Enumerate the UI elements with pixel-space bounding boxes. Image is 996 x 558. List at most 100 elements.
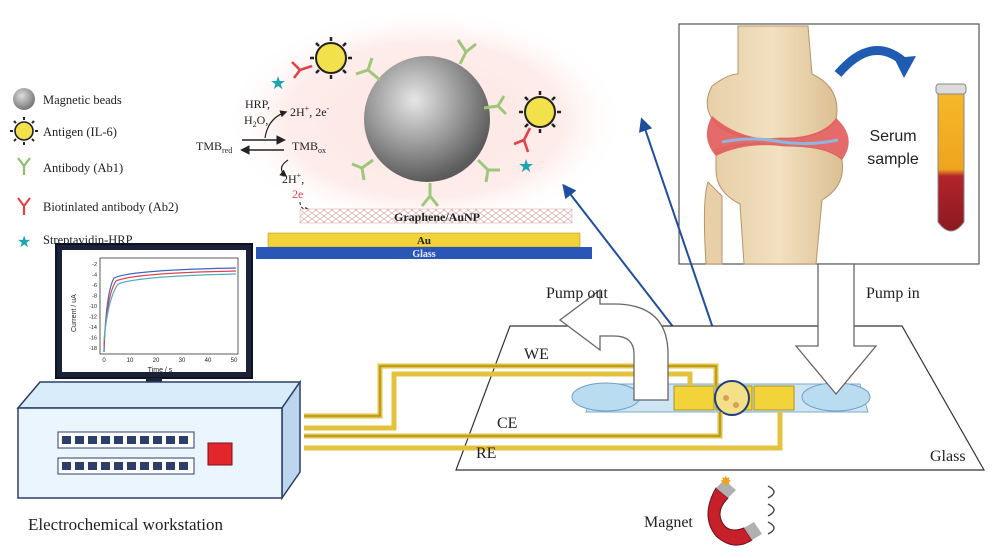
- mini-chart-xtick: 0: [102, 358, 106, 364]
- legend-label: Magnetic beads: [43, 93, 122, 107]
- mini-chart-ytick: -16: [89, 336, 97, 342]
- mini-chart-xtick: 50: [231, 358, 238, 364]
- curved-arrow-2: [279, 159, 289, 177]
- panel-key: [101, 436, 110, 444]
- outlet-reservoir: [571, 382, 641, 412]
- mini-chart-ytick: -12: [89, 315, 97, 321]
- panel-key: [62, 462, 71, 470]
- ce-label: CE: [497, 415, 517, 432]
- glass-label: Glass: [930, 448, 966, 465]
- mini-chart-ytick: -14: [89, 325, 97, 331]
- rotate-arrow-icon: [834, 45, 907, 77]
- we-label: WE: [524, 346, 549, 363]
- dashed-electron-arrow: [299, 201, 312, 213]
- serum-label-line1: Serum: [869, 128, 916, 145]
- immunoassay-bead: ★ ★: [270, 37, 561, 207]
- antigen-icon: [10, 117, 38, 145]
- workstation-top: [16, 381, 302, 409]
- antibody-ab1-icon: [17, 157, 31, 175]
- svg-text:★: ★: [518, 156, 534, 176]
- mini-chart-xtick: 30: [179, 358, 186, 364]
- antigen-complex-left: ★: [270, 37, 352, 93]
- panel-key: [166, 436, 175, 444]
- hrp-label: HRP,: [245, 97, 270, 111]
- mini-chart-ytick: -10: [89, 304, 97, 310]
- mini-chart-ytick: -18: [89, 346, 97, 352]
- panel-key: [153, 462, 162, 470]
- tmb-red-label: TMBred: [196, 139, 232, 155]
- panel-key: [62, 436, 71, 444]
- graphene-aunp-label: Graphene/AuNP: [394, 210, 480, 224]
- ab1-antibodies: [351, 39, 508, 207]
- mini-chart-ytick: -2: [92, 262, 97, 268]
- panel-key: [88, 462, 97, 470]
- electrode-stack: Graphene/AuNP Au Glass: [256, 208, 592, 260]
- serum-tube: [935, 83, 967, 232]
- glass-layer: [256, 247, 592, 259]
- panel-key: [179, 462, 188, 470]
- current-curve-3: [103, 273, 237, 341]
- workstation: [16, 379, 302, 501]
- panel-key: [101, 462, 110, 470]
- bottom-e-label: 2e: [292, 187, 303, 201]
- re-label: RE: [476, 445, 496, 462]
- bottom-h-label: 2H+,: [282, 171, 304, 186]
- panel-key: [114, 462, 123, 470]
- legend-label: Antibody (Ab1): [43, 161, 123, 175]
- streptavidin-star-icon: ★: [17, 234, 31, 251]
- graphene-aunp-layer: [299, 208, 573, 224]
- mini-chart-xtick: 10: [127, 358, 134, 364]
- magnet-icon: ✸: [707, 473, 775, 546]
- panel-key: [127, 462, 136, 470]
- zoom-circle: [714, 380, 750, 416]
- mini-chart-xlabel: Time / s: [148, 367, 173, 374]
- panel-key: [75, 436, 84, 444]
- legend-item-magnetic-beads: Magnetic beads: [13, 88, 122, 110]
- inflamed-cartilage: [706, 116, 849, 160]
- legend-item-antigen: Antigen (IL-6): [10, 117, 117, 145]
- panel-key: [88, 436, 97, 444]
- legend: Magnetic beads Antigen (IL-6) Antibody (…: [10, 88, 178, 251]
- tmb-ox-label: TMBox: [292, 139, 326, 155]
- mini-chart-plot-area: [99, 257, 239, 355]
- panel-key: [179, 436, 188, 444]
- pump-in-label: Pump in: [866, 285, 920, 302]
- mini-chart-xtick: 40: [205, 358, 212, 364]
- antigen-complex-right: ★: [513, 91, 561, 176]
- rotate-arrowhead: [894, 56, 916, 78]
- large-magnetic-bead: [364, 56, 490, 182]
- magnet-label: Magnet: [644, 514, 693, 531]
- re-pad: [753, 385, 795, 411]
- mini-chart-xtick: 20: [153, 358, 160, 364]
- joint-inset: Serum sample: [678, 23, 980, 265]
- monitor-screen: [62, 250, 246, 372]
- we-pad: [673, 385, 715, 411]
- joint-space: [721, 137, 839, 146]
- red-button: [207, 442, 233, 466]
- legend-item-antibody-ab2: Biotinlated antibody (Ab2): [17, 197, 178, 215]
- legend-label: Antigen (IL-6): [43, 125, 117, 139]
- panel-key: [166, 462, 175, 470]
- mini-chart-ylabel: Current / uA: [71, 294, 78, 332]
- mini-chart-ytick: -8: [92, 294, 97, 300]
- workstation-front: [17, 407, 283, 499]
- mini-chart-ytick: -6: [92, 283, 97, 289]
- antibody-ab2-icon: [17, 197, 31, 215]
- pump-out-arrow: [558, 288, 669, 401]
- svg-text:✸: ✸: [720, 473, 732, 489]
- panel-key: [114, 436, 123, 444]
- current-curve-2: [103, 270, 237, 347]
- panel-key: [127, 436, 136, 444]
- panel-key: [75, 462, 84, 470]
- magnetic-bead-icon: [13, 88, 35, 110]
- svg-text:★: ★: [270, 73, 286, 93]
- workstation-label: Electrochemical workstation: [28, 515, 223, 534]
- products-label: 2H+, 2e-: [290, 104, 330, 119]
- serum-label-line2: sample: [867, 151, 919, 168]
- au-label: Au: [417, 235, 431, 247]
- pump-in-arrow: [794, 263, 878, 396]
- h2o2-label: H2O,: [244, 113, 268, 129]
